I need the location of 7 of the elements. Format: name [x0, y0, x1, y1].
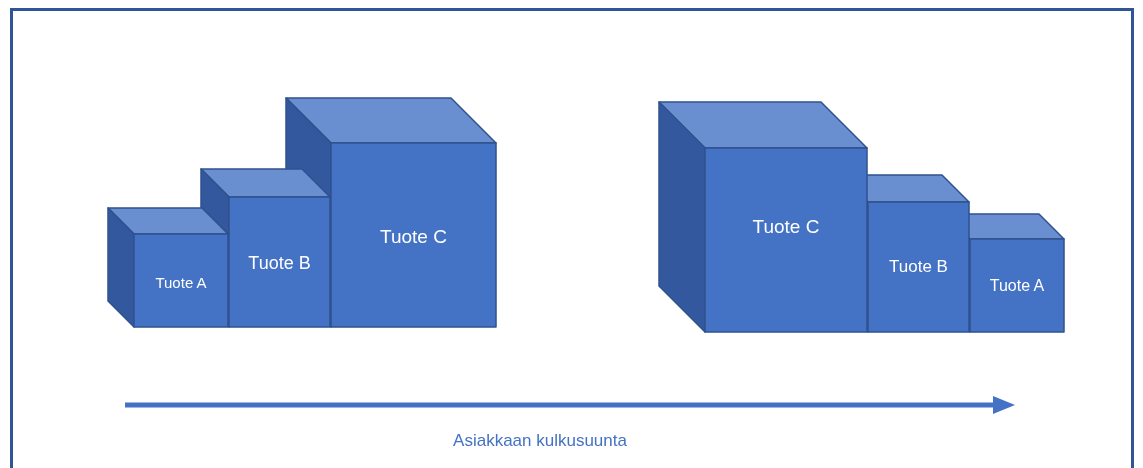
cube-label: Tuote B [889, 257, 948, 277]
cube-label: Tuote A [989, 277, 1045, 295]
arrow-caption: Asiakkaan kulkusuunta [453, 431, 627, 451]
cube-label: Tuote A [155, 273, 207, 291]
cube-label: Tuote C [380, 226, 447, 248]
cube-label: Tuote C [752, 216, 820, 238]
cube-label: Tuote B [248, 252, 311, 274]
